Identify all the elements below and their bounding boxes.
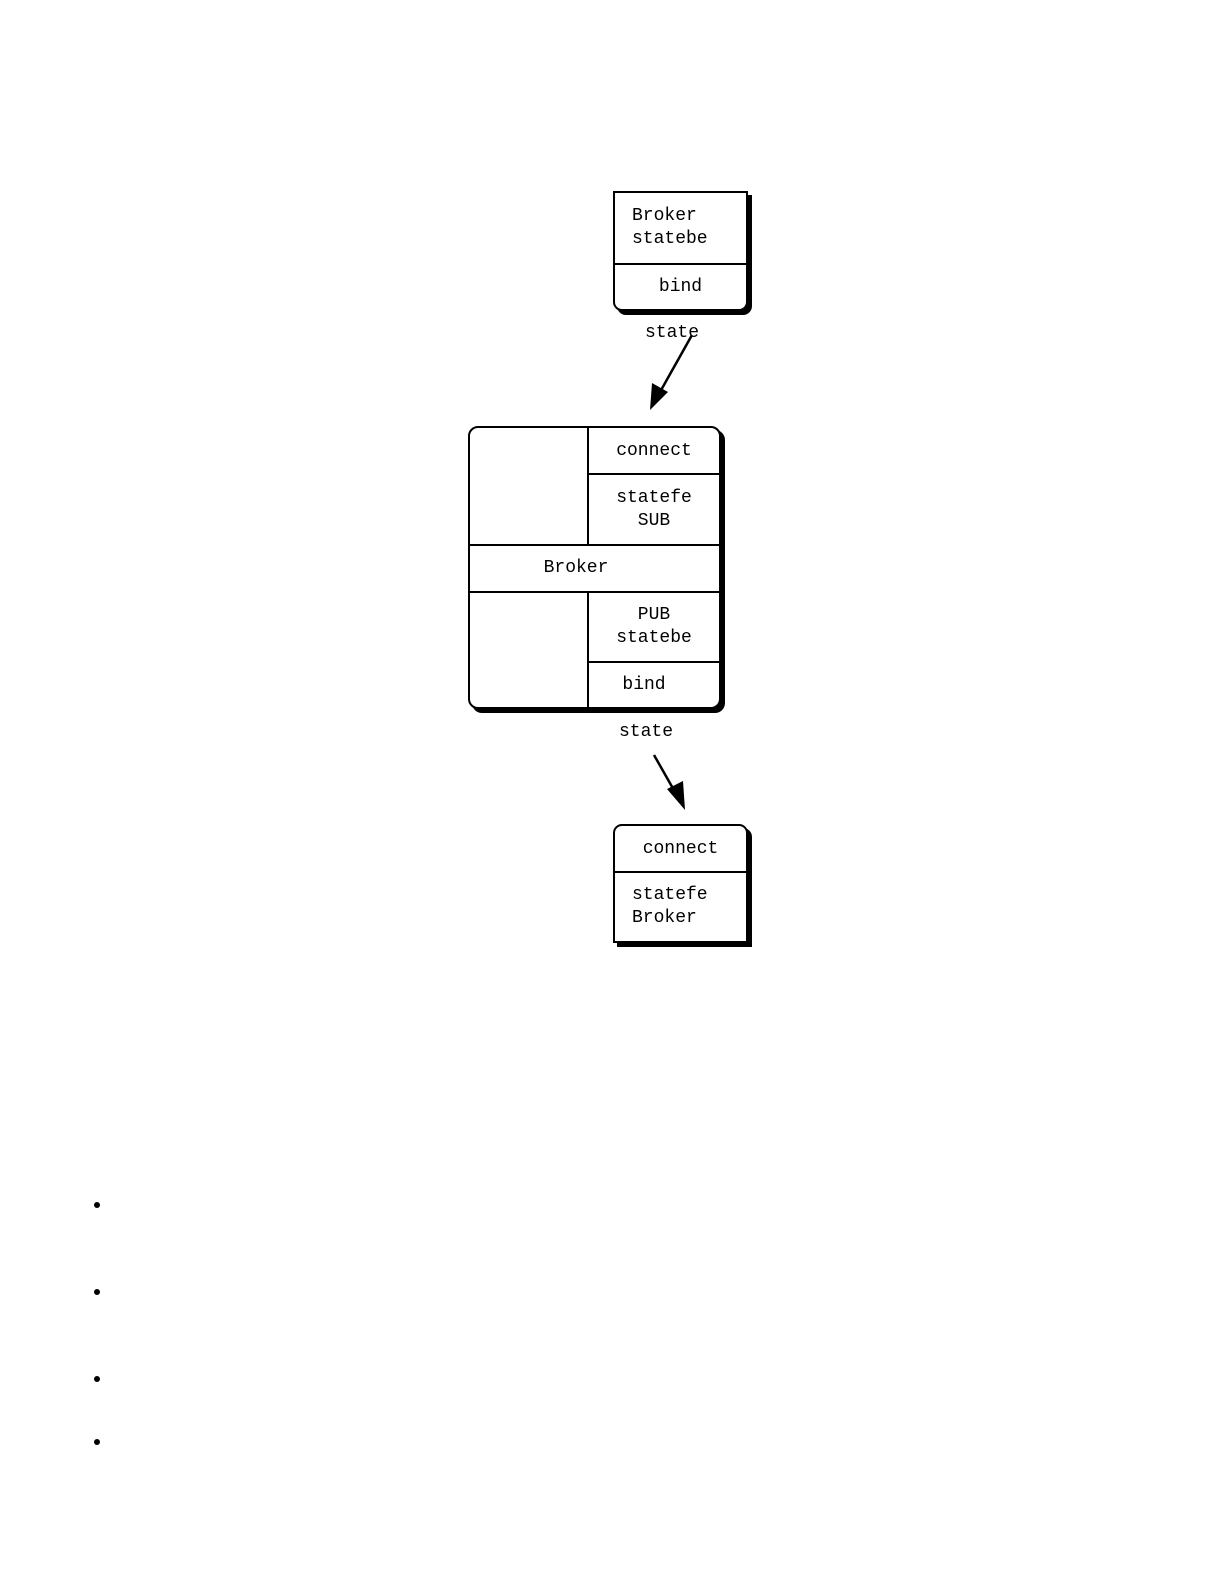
publisher-divider xyxy=(615,263,746,265)
arrowhead-broker-to-subscriber xyxy=(667,781,685,810)
broker-middle-top-divider xyxy=(470,544,719,546)
broker-connect-divider xyxy=(589,473,719,475)
broker-arrow-label: state xyxy=(619,722,674,742)
publisher-arrow-label: state xyxy=(645,323,700,343)
broker-sub-line2: SUB xyxy=(637,510,671,531)
broker-bind-divider xyxy=(589,661,719,663)
list-bullet xyxy=(94,1439,100,1445)
publisher-header: Broker statebe xyxy=(615,193,746,263)
subscriber-connect-cell: connect xyxy=(615,826,746,872)
list-bullet xyxy=(94,1202,100,1208)
broker-top-divider-v xyxy=(587,428,589,544)
subscriber-line1: statefe xyxy=(632,885,708,905)
broker-middle-cell: Broker xyxy=(470,546,682,591)
broker-sub-line1: statefe xyxy=(616,487,692,508)
arrowhead-publisher-to-broker xyxy=(650,383,668,410)
broker-node: connect statefe SUB Broker PUB statebe b… xyxy=(468,426,721,709)
publisher-line2: statebe xyxy=(632,229,708,249)
broker-bottom-divider-v xyxy=(587,593,589,707)
list-bullet xyxy=(94,1289,100,1295)
broker-bind-cell: bind xyxy=(589,663,699,707)
broker-pub-line1: PUB xyxy=(637,605,671,625)
arrow-publisher-to-broker xyxy=(658,334,694,393)
list-bullet xyxy=(94,1376,100,1382)
publisher-bind-label: bind xyxy=(658,276,703,297)
broker-middle-label: Broker xyxy=(543,558,609,578)
publisher-node: Broker statebe bind xyxy=(613,191,748,311)
broker-bind-label: bind xyxy=(622,674,666,695)
broker-pub-cell: PUB statebe xyxy=(589,593,719,661)
subscriber-divider xyxy=(615,871,746,873)
broker-connect-cell: connect xyxy=(589,428,719,474)
subscriber-node: connect statefe Broker xyxy=(613,824,748,943)
broker-connect-label: connect xyxy=(616,440,692,461)
broker-pub-line2: statebe xyxy=(616,628,692,648)
publisher-bind-cell: bind xyxy=(615,265,746,309)
subscriber-line2: Broker xyxy=(632,908,697,928)
arrow-broker-to-subscriber xyxy=(652,754,677,793)
publisher-line1: Broker xyxy=(632,206,697,226)
subscriber-body-cell: statefe Broker xyxy=(615,873,746,941)
broker-sub-cell: statefe SUB xyxy=(589,475,719,544)
subscriber-connect-label: connect xyxy=(642,838,719,859)
broker-middle-bottom-divider xyxy=(470,591,719,593)
